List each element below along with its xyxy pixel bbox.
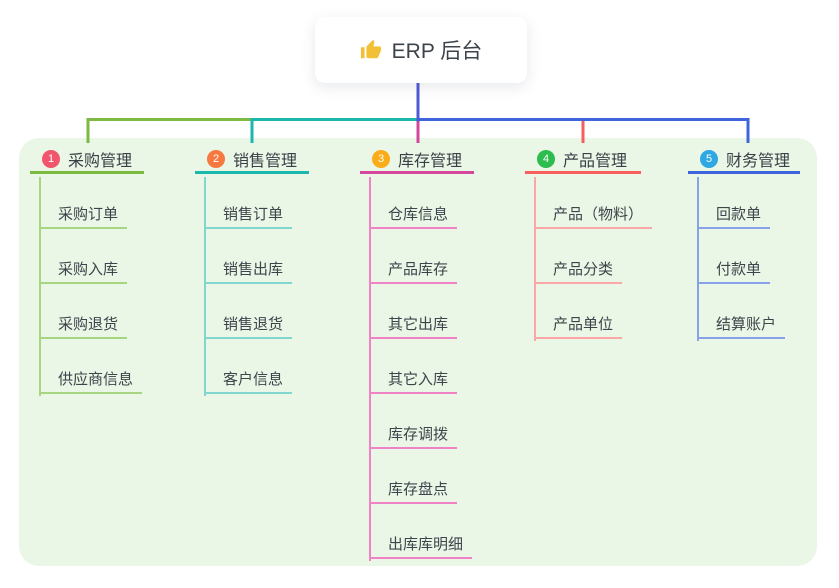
- child-node[interactable]: 其它出库: [370, 312, 458, 339]
- child-node[interactable]: 出库库明细: [370, 532, 473, 559]
- child-node[interactable]: 产品库存: [370, 257, 458, 284]
- branch-title-2[interactable]: 2 销售管理: [195, 146, 309, 174]
- child-node[interactable]: 回款单: [698, 202, 771, 229]
- branch-child-connector: [534, 177, 536, 341]
- child-node[interactable]: 结算账户: [698, 312, 786, 339]
- branch-number-badge: 3: [372, 149, 390, 168]
- child-node[interactable]: 供应商信息: [40, 367, 143, 394]
- branch-number-badge: 1: [42, 149, 60, 168]
- branch-number-badge: 4: [537, 149, 555, 168]
- branch-child-connector: [204, 177, 206, 396]
- child-node[interactable]: 采购入库: [40, 257, 128, 284]
- branch-title-3[interactable]: 3 库存管理: [360, 146, 474, 174]
- child-node[interactable]: 销售退货: [205, 312, 293, 339]
- mindmap-panel: [19, 138, 817, 566]
- branch-title-label: 销售管理: [233, 152, 298, 170]
- child-node[interactable]: 库存调拨: [370, 422, 458, 449]
- child-node[interactable]: 库存盘点: [370, 477, 458, 504]
- root-node-label: ERP 后台: [391, 40, 483, 63]
- child-node[interactable]: 销售订单: [205, 202, 293, 229]
- child-node[interactable]: 产品（物料）: [535, 202, 653, 229]
- thumbs-up-icon: [360, 39, 381, 59]
- branch-title-label: 库存管理: [398, 152, 463, 170]
- branch-title-5[interactable]: 5 财务管理: [688, 146, 800, 174]
- root-node-erp[interactable]: ERP 后台: [315, 17, 527, 83]
- child-node[interactable]: 客户信息: [205, 367, 293, 394]
- branch-child-connector: [697, 177, 699, 341]
- branch-child-connector: [39, 177, 41, 396]
- branch-title-label: 产品管理: [563, 152, 628, 170]
- child-node[interactable]: 其它入库: [370, 367, 458, 394]
- branch-title-4[interactable]: 4 产品管理: [525, 146, 641, 174]
- branch-title-1[interactable]: 1 采购管理: [30, 146, 144, 174]
- branch-title-label: 财务管理: [726, 152, 791, 170]
- child-node[interactable]: 付款单: [698, 257, 771, 284]
- child-node[interactable]: 产品单位: [535, 312, 623, 339]
- child-node[interactable]: 销售出库: [205, 257, 293, 284]
- child-node[interactable]: 仓库信息: [370, 202, 458, 229]
- branch-number-badge: 5: [700, 149, 718, 168]
- child-node[interactable]: 产品分类: [535, 257, 623, 284]
- child-node[interactable]: 采购订单: [40, 202, 128, 229]
- branch-child-connector: [369, 177, 371, 561]
- branch-title-label: 采购管理: [68, 152, 133, 170]
- child-node[interactable]: 采购退货: [40, 312, 128, 339]
- branch-number-badge: 2: [207, 149, 225, 168]
